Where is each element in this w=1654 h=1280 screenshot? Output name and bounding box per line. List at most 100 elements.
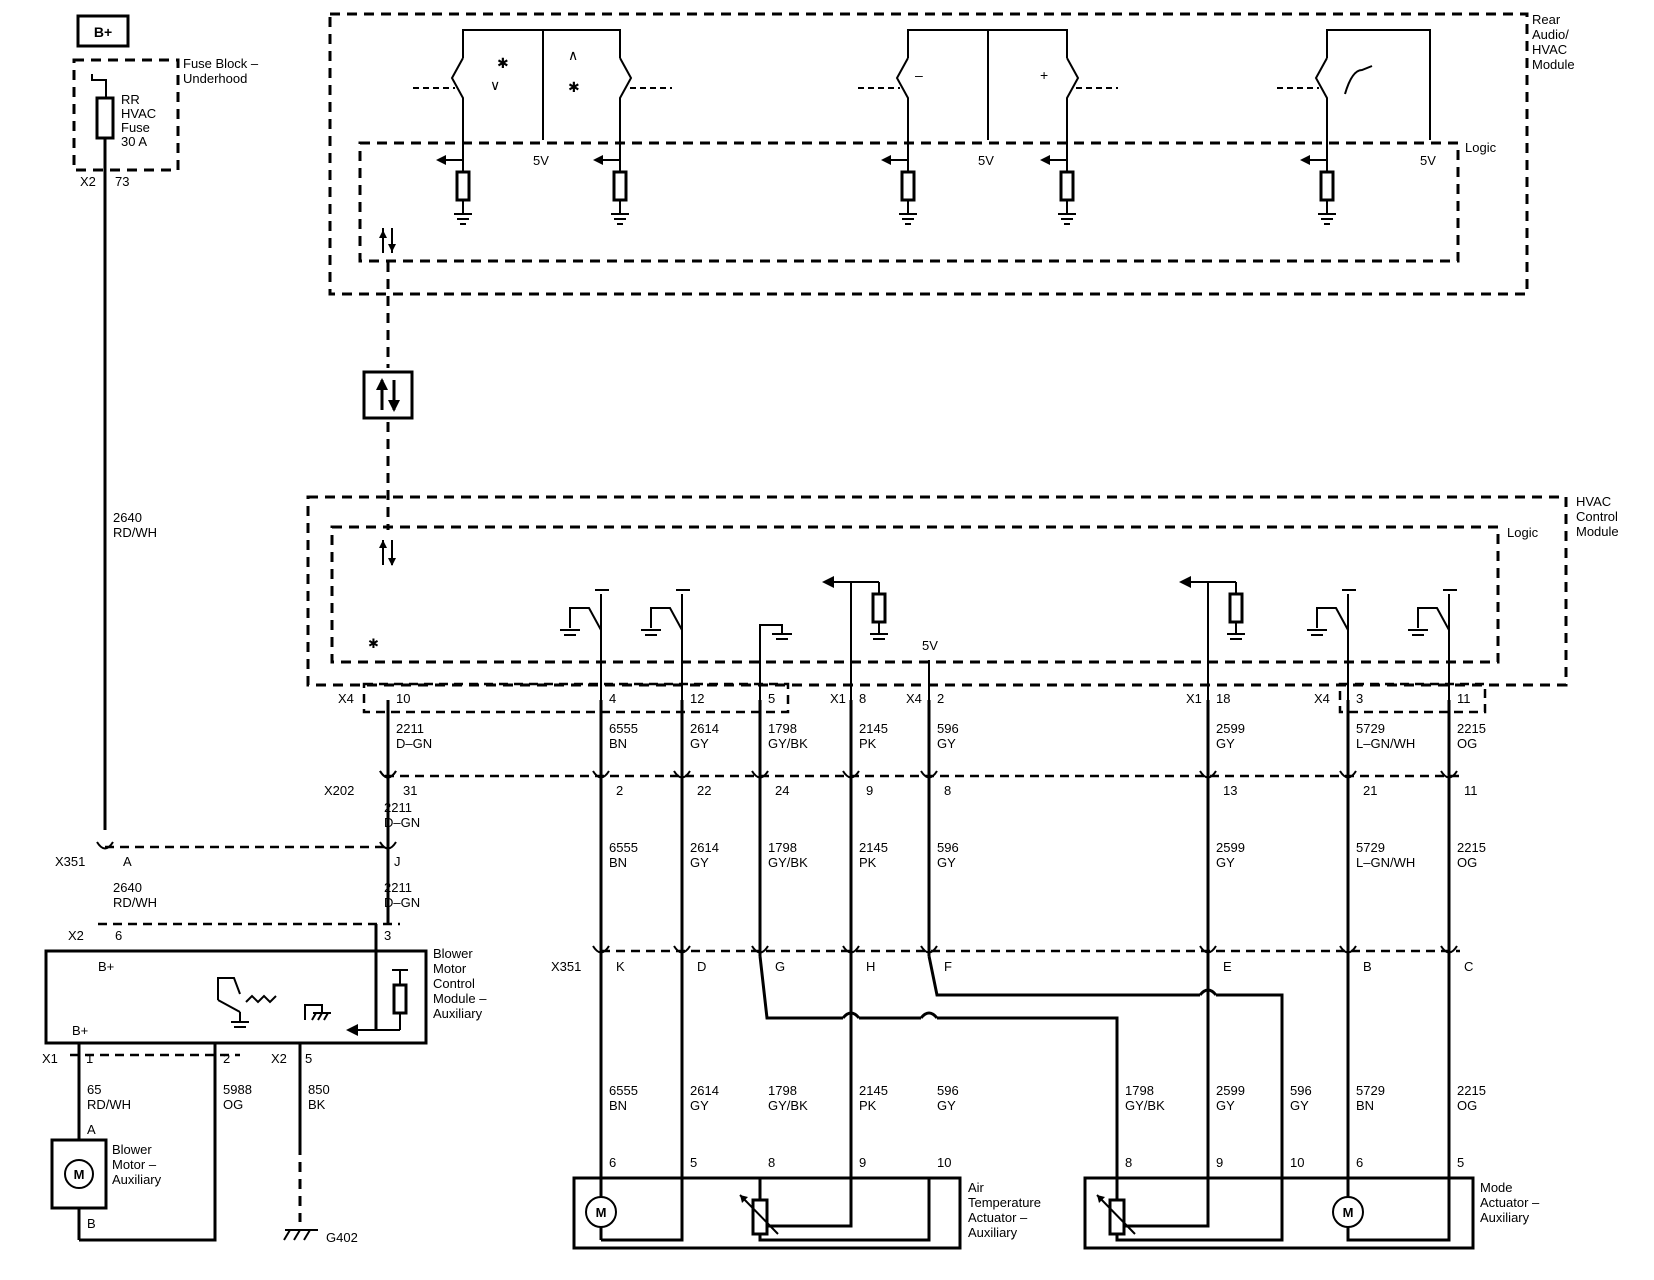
- actuator-wire-color-5: GY/BK: [1125, 1098, 1165, 1113]
- upper-wire-labels: 2211D–GN6555BN2614GY1798GY/BK2145PK596GY…: [396, 721, 1486, 751]
- x351-left-terminals: [96, 770, 397, 924]
- air-temp-pin-1: 5: [690, 1155, 697, 1170]
- hvac-module-name-line2: Control: [1576, 509, 1618, 524]
- rear-module-label: Rear Audio/ HVAC Module: [1532, 12, 1575, 72]
- blower-wire-65-number: 65: [87, 1082, 101, 1097]
- blower-wire-850-color: BK: [308, 1097, 326, 1112]
- mid-wire-number-2: 2614: [690, 840, 719, 855]
- x351-wire-a-color: RD/WH: [113, 895, 157, 910]
- rear-5v-label-2: 5V: [978, 153, 994, 168]
- upper-wire-number-6: 2599: [1216, 721, 1245, 736]
- fuse-connector-label: X2: [80, 174, 96, 189]
- blower-module-bplus-bottom: B+: [72, 1023, 88, 1038]
- hvac-pin-6: 18: [1216, 691, 1230, 706]
- hvac-pin-0: 10: [396, 691, 410, 706]
- actuator-wire-color-8: BN: [1356, 1098, 1374, 1113]
- blower-module-bplus-top: B+: [98, 959, 114, 974]
- b-plus-label: B+: [94, 24, 112, 40]
- rear-temp-switches: – + 5V: [858, 29, 1118, 168]
- rear-module-name-line3: HVAC: [1532, 42, 1567, 57]
- air-temp-actuator-name-line2: Temperature: [968, 1195, 1041, 1210]
- air-temp-motor-symbol: M: [596, 1205, 607, 1220]
- actuator-wire-color-7: GY: [1290, 1098, 1309, 1113]
- fuse: RR HVAC Fuse 30 A: [91, 74, 156, 149]
- mid-wire-color-0: D–GN: [384, 815, 420, 830]
- x4-connector-b: [1338, 682, 1487, 714]
- actuator-wire-color-6: GY: [1216, 1098, 1235, 1113]
- upper-wire-color-4: PK: [859, 736, 877, 751]
- blower-motor-pin-b: B: [87, 1216, 96, 1231]
- power-source: B+: [76, 14, 130, 48]
- air-temp-actuator-name-line1: Air: [968, 1180, 985, 1195]
- x351-label-right: X351: [551, 959, 581, 974]
- fuse-block-label: Fuse Block – Underhood: [183, 56, 259, 86]
- actuator-wire-color-1: GY: [690, 1098, 709, 1113]
- upper-wire-color-6: GY: [1216, 736, 1235, 751]
- seat-icon: [1344, 65, 1373, 95]
- mid-wire-number-6: 2599: [1216, 840, 1245, 855]
- mode-actuator-name-line3: Auxiliary: [1480, 1210, 1530, 1225]
- mid-wire-color-2: GY: [690, 855, 709, 870]
- actuator-wire-color-9: OG: [1457, 1098, 1477, 1113]
- mode-motor-symbol: M: [1343, 1205, 1354, 1220]
- actuator-wire-number-9: 2215: [1457, 1083, 1486, 1098]
- blower-module-label: Blower Motor Control Module – Auxiliary: [433, 946, 487, 1021]
- plus-label: +: [1040, 67, 1048, 83]
- x351-pin-7: C: [1464, 959, 1473, 974]
- hvac-logic-label: Logic: [1507, 525, 1539, 540]
- x202-pin-1: 2: [616, 783, 623, 798]
- mid-wire-color-7: L–GN/WH: [1356, 855, 1415, 870]
- actuator-wire-number-8: 5729: [1356, 1083, 1385, 1098]
- x202-label: X202: [324, 783, 354, 798]
- cross-wires: [758, 955, 1284, 1210]
- mode-actuator-name-line1: Mode: [1480, 1180, 1513, 1195]
- upper-wire-color-7: L–GN/WH: [1356, 736, 1415, 751]
- blower-x1-pin-1: 1: [86, 1051, 93, 1066]
- hvac-5v-label: 5V: [922, 638, 938, 653]
- actuator-wire-number-2: 1798: [768, 1083, 797, 1098]
- blower-speed-icon: ✱: [368, 636, 379, 651]
- minus-label: –: [915, 67, 923, 83]
- blower-x2-pin-5: 5: [305, 1051, 312, 1066]
- mode-pin-3: 6: [1356, 1155, 1363, 1170]
- hvac-connectors: X4 X1 X4 X1 X4: [338, 682, 1487, 714]
- rear-fan-switches: ✱ ∨ ∧ ✱ 5V: [413, 29, 672, 168]
- fuse-label-line1: RR: [121, 92, 140, 107]
- mid-wire-color-4: PK: [859, 855, 877, 870]
- rear-5v-label-1: 5V: [533, 153, 549, 168]
- x351-wire-j-color: D–GN: [384, 895, 420, 910]
- mid-wire-color-1: BN: [609, 855, 627, 870]
- x202-pin-5: 8: [944, 783, 951, 798]
- mode-pin-2: 10: [1290, 1155, 1304, 1170]
- actuator-wire-color-2: GY/BK: [768, 1098, 808, 1113]
- blower-motor: A M B Blower Motor – Auxiliary: [50, 1122, 162, 1231]
- hvac-module-outline: [306, 495, 1568, 687]
- rear-resistors: [436, 155, 1336, 225]
- air-temp-pin-2: 8: [768, 1155, 775, 1170]
- blower-motor-box: [50, 1138, 108, 1210]
- actuator-wire-color-4: GY: [937, 1098, 956, 1113]
- fuse-label-line4: 30 A: [121, 134, 147, 149]
- upper-wire-number-5: 596: [937, 721, 959, 736]
- x4-label-c: X4: [1314, 691, 1330, 706]
- fuse-label-line2: HVAC: [121, 106, 156, 121]
- x4-label-a: X4: [338, 691, 354, 706]
- air-temp-actuator-name-line4: Auxiliary: [968, 1225, 1018, 1240]
- x351-pin-a: A: [123, 854, 132, 869]
- rear-logic-label: Logic: [1465, 140, 1497, 155]
- hvac-pin-5: 2: [937, 691, 944, 706]
- motor-icon: [64, 1159, 94, 1189]
- mid-wire-color-8: OG: [1457, 855, 1477, 870]
- upper-wire-color-1: BN: [609, 736, 627, 751]
- actuator-wire-number-1: 2614: [690, 1083, 719, 1098]
- upper-wire-number-8: 2215: [1457, 721, 1486, 736]
- hvac-pin-1: 4: [609, 691, 616, 706]
- actuator-wire-number-3: 2145: [859, 1083, 888, 1098]
- hvac-logic-outline: [330, 525, 1500, 664]
- blower-motor-pin-a: A: [87, 1122, 96, 1137]
- x1-label-a: X1: [830, 691, 846, 706]
- blower-motor-name-line1: Blower: [112, 1142, 152, 1157]
- mid-wire-color-6: GY: [1216, 855, 1235, 870]
- blower-x1-label: X1: [42, 1051, 58, 1066]
